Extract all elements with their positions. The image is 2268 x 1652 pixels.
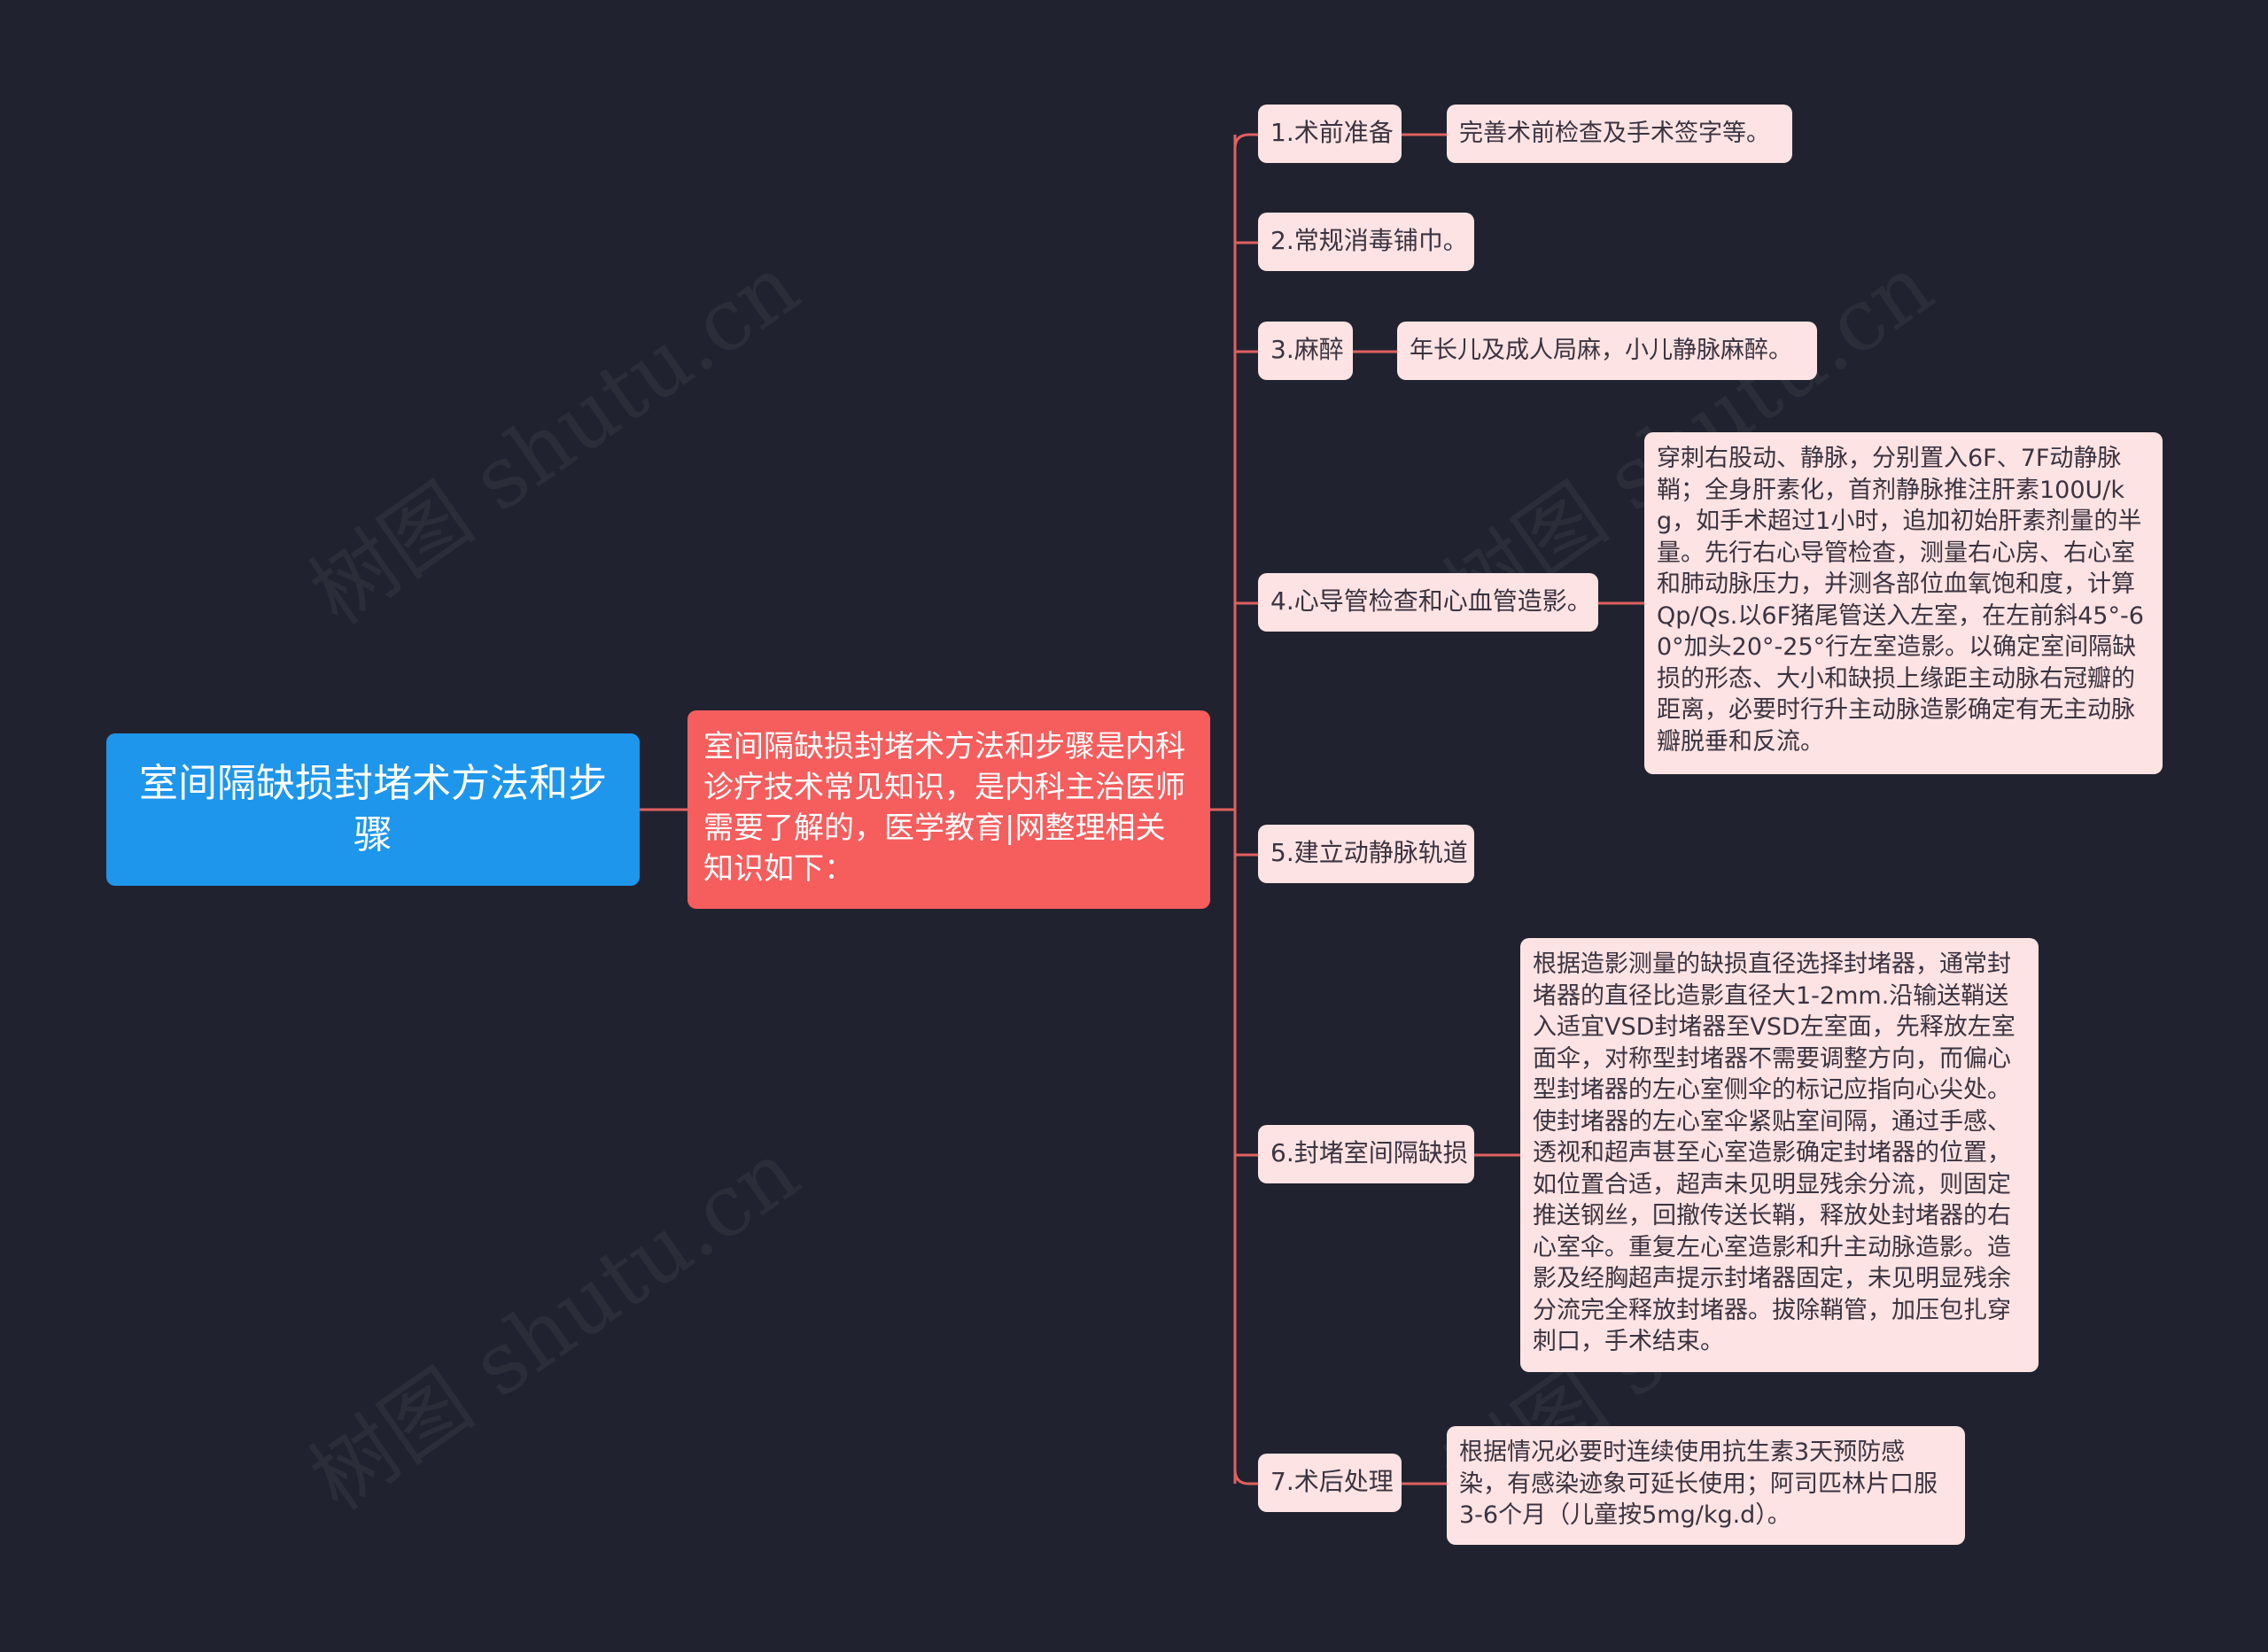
step-node-6[interactable]: 6.封堵室间隔缺损: [1258, 1125, 1474, 1183]
detail-node-6[interactable]: 根据造影测量的缺损直径选择封堵器，通常封堵器的直径比造影直径大1-2mm.沿输送…: [1520, 938, 2039, 1372]
connector-step-1: [1233, 133, 1258, 150]
detail-node-7[interactable]: 根据情况必要时连续使用抗生素3天预防感染，有感染迹象可延长使用；阿司匹林片口服3…: [1447, 1426, 1965, 1545]
step-label: 2.常规消毒铺巾。: [1270, 226, 1468, 255]
detail-node-4[interactable]: 穿刺右股动、静脉，分别置入6F、7F动静脉鞘；全身肝素化，首剂静脉推注肝素100…: [1644, 432, 2163, 774]
step-label: 7.术后处理: [1270, 1467, 1394, 1496]
root-node[interactable]: 室间隔缺损封堵术方法和步骤: [106, 733, 640, 886]
detail-node-3[interactable]: 年长儿及成人局麻，小儿静脉麻醉。: [1397, 322, 1817, 380]
step-node-3[interactable]: 3.麻醉: [1258, 322, 1353, 380]
detail-text: 根据情况必要时连续使用抗生素3天预防感染，有感染迹象可延长使用；阿司匹林片口服3…: [1459, 1439, 1938, 1529]
detail-node-1[interactable]: 完善术前检查及手术签字等。: [1447, 105, 1792, 163]
step-label: 5.建立动静脉轨道: [1270, 838, 1468, 867]
step-node-4[interactable]: 4.心导管检查和心血管造影。: [1258, 573, 1598, 632]
detail-text: 穿刺右股动、静脉，分别置入6F、7F动静脉鞘；全身肝素化，首剂静脉推注肝素100…: [1657, 445, 2144, 756]
step-node-7[interactable]: 7.术后处理: [1258, 1454, 1402, 1512]
step-label: 6.封堵室间隔缺损: [1270, 1138, 1468, 1167]
step-node-2[interactable]: 2.常规消毒铺巾。: [1258, 213, 1474, 271]
step-label: 1.术前准备: [1270, 118, 1394, 147]
connector-step-7: [1233, 1469, 1258, 1485]
detail-text: 完善术前检查及手术签字等。: [1459, 120, 1770, 147]
detail-text: 年长儿及成人局麻，小儿静脉麻醉。: [1410, 337, 1792, 364]
step-node-1[interactable]: 1.术前准备: [1258, 105, 1402, 163]
center-text: 室间隔缺损封堵术方法和步骤是内科诊疗技术常见知识，是内科主治医师需要了解的，医学…: [703, 729, 1185, 887]
center-node[interactable]: 室间隔缺损封堵术方法和步骤是内科诊疗技术常见知识，是内科主治医师需要了解的，医学…: [687, 710, 1210, 909]
detail-text: 根据造影测量的缺损直径选择封堵器，通常封堵器的直径比造影直径大1-2mm.沿输送…: [1533, 950, 2016, 1355]
step-node-5[interactable]: 5.建立动静脉轨道: [1258, 825, 1474, 883]
root-title: 室间隔缺损封堵术方法和步骤: [139, 761, 607, 857]
step-label: 4.心导管检查和心血管造影。: [1270, 586, 1592, 616]
step-label: 3.麻醉: [1270, 335, 1344, 364]
